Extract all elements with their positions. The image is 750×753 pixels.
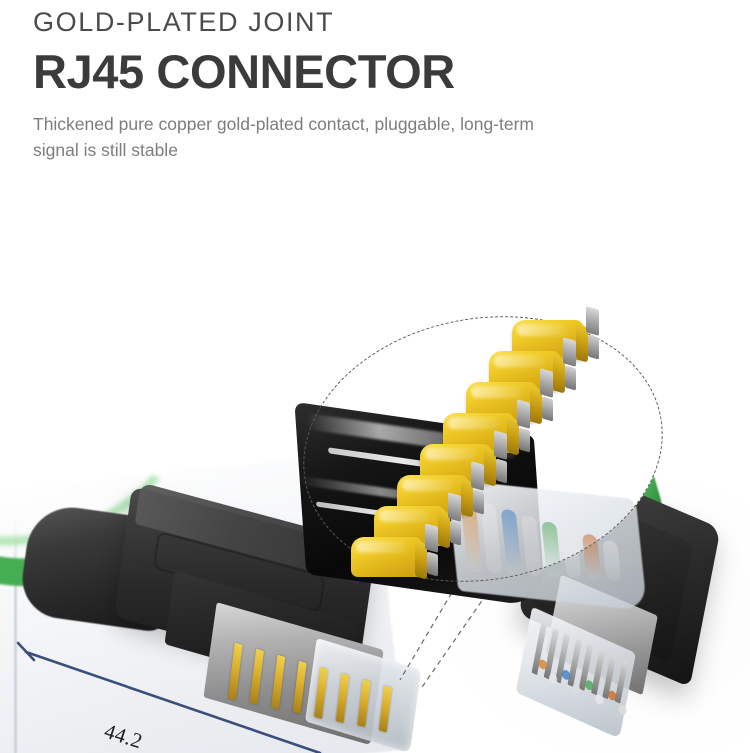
header: GOLD-PLATED JOINT RJ45 CONNECTOR Thicken… — [33, 6, 723, 163]
desk-edge — [14, 520, 17, 753]
callout-leader-lines — [319, 507, 539, 691]
eyebrow-heading: GOLD-PLATED JOINT — [33, 7, 335, 37]
subtitle-description: Thickened pure copper gold-plated contac… — [33, 114, 535, 160]
product-photo-stage — [0, 190, 750, 753]
page-title: RJ45 CONNECTOR — [33, 44, 455, 98]
